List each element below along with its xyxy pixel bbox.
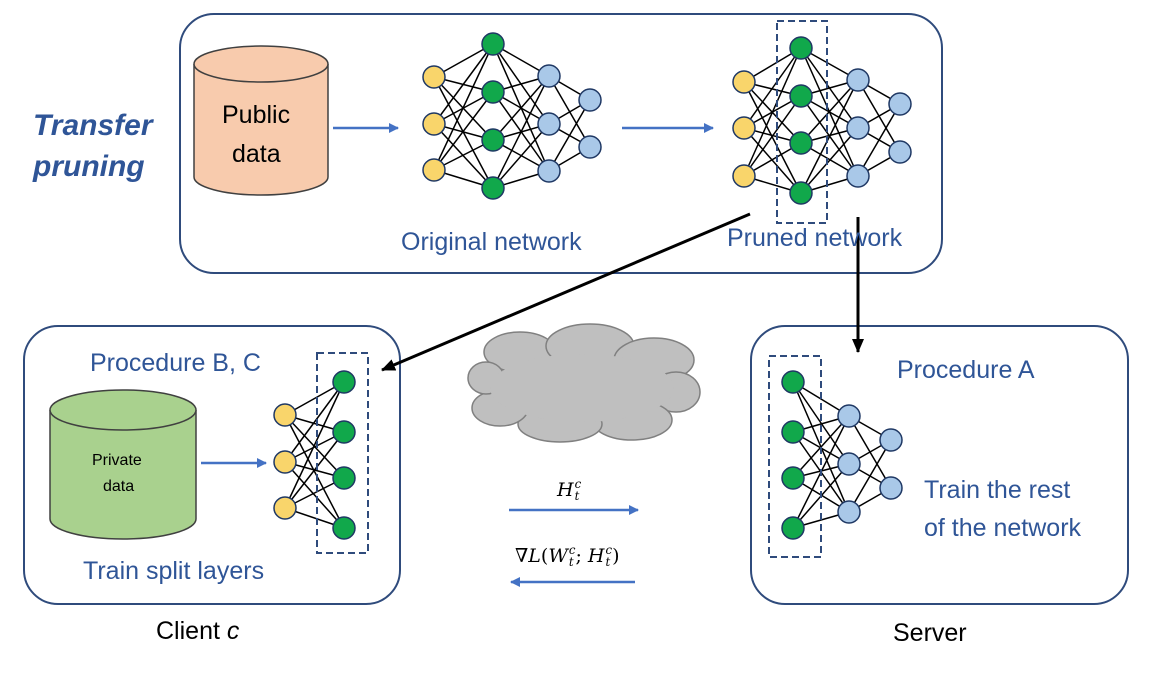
- transfer-pruning-panel: [179, 13, 943, 274]
- original-hidden2-node-1: [537, 64, 561, 88]
- server-hidden-node-3: [781, 466, 805, 490]
- private-data-label-line2: data: [103, 478, 135, 495]
- original-hidden-node-1: [481, 32, 505, 56]
- original-output-node-1: [578, 88, 602, 112]
- pruned-hidden2-node-1: [846, 68, 870, 92]
- original-input-node-3: [422, 158, 446, 182]
- client-hidden-node-1: [332, 370, 356, 394]
- private-data-cylinder-icon: [49, 389, 197, 540]
- pruned-output-node-1: [888, 92, 912, 116]
- server-hidden-node-4: [781, 516, 805, 540]
- server-hidden2-node-1: [837, 404, 861, 428]
- server-hidden-node-2: [781, 420, 805, 444]
- original-input-node-1: [422, 65, 446, 89]
- pruned-split-layer-box: [776, 20, 828, 224]
- client-caption-variable: c: [226, 617, 240, 645]
- pruned-hidden2-node-2: [846, 116, 870, 140]
- client-hidden-node-4: [332, 516, 356, 540]
- client-caption: Client c: [156, 619, 239, 644]
- server-caption: Server: [893, 619, 967, 647]
- client-input-node-2: [273, 450, 297, 474]
- server-hidden2-node-2: [837, 452, 861, 476]
- server-hidden2-node-3: [837, 500, 861, 524]
- server-network: [781, 370, 903, 540]
- pruned-hidden-node-1: [789, 36, 813, 60]
- original-input-node-2: [422, 112, 446, 136]
- pruned-hidden-node-2: [789, 84, 813, 108]
- cloud-icon: [467, 323, 701, 443]
- train-rest-label-line2: of the network: [924, 514, 1082, 542]
- server-hidden-node-1: [781, 370, 805, 394]
- original-network: [422, 32, 602, 200]
- server-output-node-2: [879, 476, 903, 500]
- server-panel: [750, 325, 1129, 605]
- client-split-network: [273, 370, 356, 540]
- private-data-label-line1: Private: [92, 452, 142, 469]
- public-data-cylinder-icon: [193, 45, 329, 196]
- procedure-bc-label: Procedure B, C: [90, 349, 261, 377]
- pruned-network-label: Pruned network: [727, 224, 903, 252]
- original-connections: [433, 43, 591, 189]
- client-split-layer-box: [316, 352, 369, 554]
- original-hidden-node-4: [481, 176, 505, 200]
- server-split-layer-box: [768, 355, 822, 558]
- original-network-label: Original network: [401, 228, 582, 256]
- client-hidden-node-2: [332, 420, 356, 444]
- pruned-hidden2-node-3: [846, 164, 870, 188]
- train-rest-label-line1: Train the rest: [924, 476, 1071, 504]
- public-data-label-line2: data: [232, 140, 281, 168]
- public-data-label-line1: Public: [222, 101, 291, 129]
- pruned-hidden-node-3: [789, 131, 813, 155]
- procedure-a-label: Procedure A: [897, 356, 1035, 384]
- original-hidden2-node-3: [537, 159, 561, 183]
- client-hidden-node-3: [332, 466, 356, 490]
- client-caption-text: Client: [156, 617, 227, 645]
- train-split-layers-label: Train split layers: [83, 557, 265, 585]
- original-output-node-2: [578, 135, 602, 159]
- server-output-node-1: [879, 428, 903, 452]
- pruned-hidden-node-4: [789, 181, 813, 205]
- pruned-to-client-arrow: [381, 212, 751, 372]
- client-input-node-1: [273, 403, 297, 427]
- pruned-input-node-3: [732, 164, 756, 188]
- transfer-pruning-title-line1: Transfer: [33, 109, 153, 142]
- pruned-connections: [743, 47, 901, 194]
- transfer-pruning-title-line2: pruning: [33, 150, 145, 183]
- original-hidden-node-2: [481, 80, 505, 104]
- pruned-input-node-1: [732, 70, 756, 94]
- original-hidden-node-3: [481, 128, 505, 152]
- client-input-node-3: [273, 496, 297, 520]
- client-panel: [23, 325, 401, 605]
- original-hidden2-node-2: [537, 112, 561, 136]
- pruned-output-node-2: [888, 140, 912, 164]
- pruned-network: [732, 36, 912, 205]
- pruned-input-node-2: [732, 116, 756, 140]
